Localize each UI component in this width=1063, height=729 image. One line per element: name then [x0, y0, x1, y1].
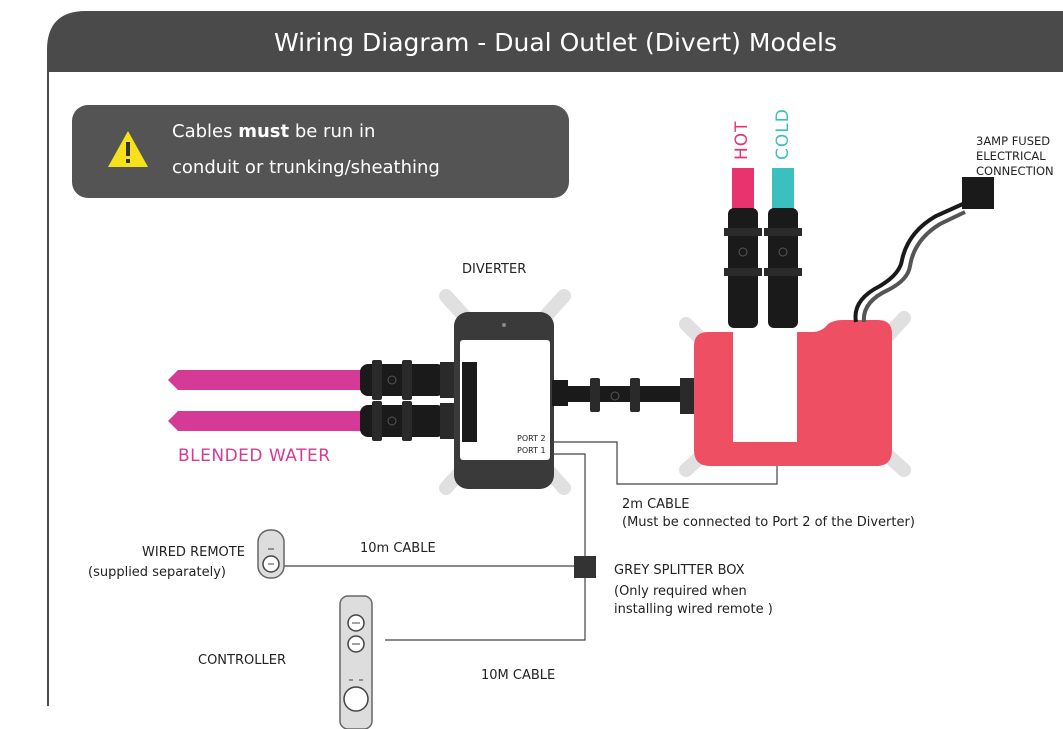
mixer-unit — [694, 320, 892, 466]
warning-triangle-icon — [108, 131, 148, 167]
wired-remote-label: WIRED REMOTE — [142, 545, 245, 560]
cold-connector — [764, 208, 802, 328]
power-label-2: ELECTRICAL — [976, 149, 1046, 163]
cable-2m — [552, 441, 778, 485]
splitter-label: GREY SPLITTER BOX — [614, 563, 745, 578]
blended-water-label: BLENDED WATER — [178, 446, 331, 466]
hot-label: HOT — [732, 120, 752, 160]
port1-label: PORT 1 — [517, 446, 546, 455]
wired-remote-device — [257, 529, 285, 579]
cable-2m-label: 2m CABLE — [622, 497, 690, 512]
cold-label: COLD — [773, 108, 793, 160]
warning-note: Cables must be run in conduit or trunkin… — [72, 105, 569, 198]
grey-splitter-box — [574, 556, 596, 578]
blended-pipe-top — [168, 370, 370, 390]
blended-water-pipes — [168, 360, 460, 441]
splitter-note-1: (Only required when — [614, 584, 747, 599]
diverter-unit — [454, 312, 554, 489]
cable-10m-controller-label: 10M CABLE — [481, 668, 556, 683]
power-label-1: 3AMP FUSED — [976, 134, 1051, 148]
blended-pipe-bottom — [168, 411, 370, 431]
header-bar — [48, 12, 1063, 72]
fused-connection-box — [962, 177, 994, 209]
splitter-note-2: installing wired remote ) — [614, 602, 773, 617]
controller-device — [339, 595, 373, 729]
power-cable — [853, 177, 994, 323]
cable-2m-note: (Must be connected to Port 2 of the Dive… — [622, 515, 915, 530]
page-title: Wiring Diagram - Dual Outlet (Divert) Mo… — [274, 27, 837, 57]
blended-connector-top — [360, 360, 460, 400]
warning-line-2: conduit or trunking/sheathing — [172, 157, 440, 178]
warning-line-1: Cables must be run in — [172, 121, 376, 142]
hot-connector — [724, 208, 762, 328]
cable-port1 — [385, 453, 586, 641]
cable-10m-remote-label: 10m CABLE — [360, 541, 436, 556]
blended-connector-bottom — [360, 401, 460, 441]
port2-label: PORT 2 — [517, 434, 546, 443]
signal-cables — [284, 441, 778, 641]
controller-label: CONTROLLER — [198, 653, 286, 668]
wired-remote-note: (supplied separately) — [88, 565, 226, 580]
diverter-mixer-pipe — [552, 378, 696, 414]
hot-cold-pipes — [724, 168, 802, 328]
power-label-3: CONNECTION — [976, 164, 1054, 178]
diverter-label: DIVERTER — [462, 262, 527, 277]
